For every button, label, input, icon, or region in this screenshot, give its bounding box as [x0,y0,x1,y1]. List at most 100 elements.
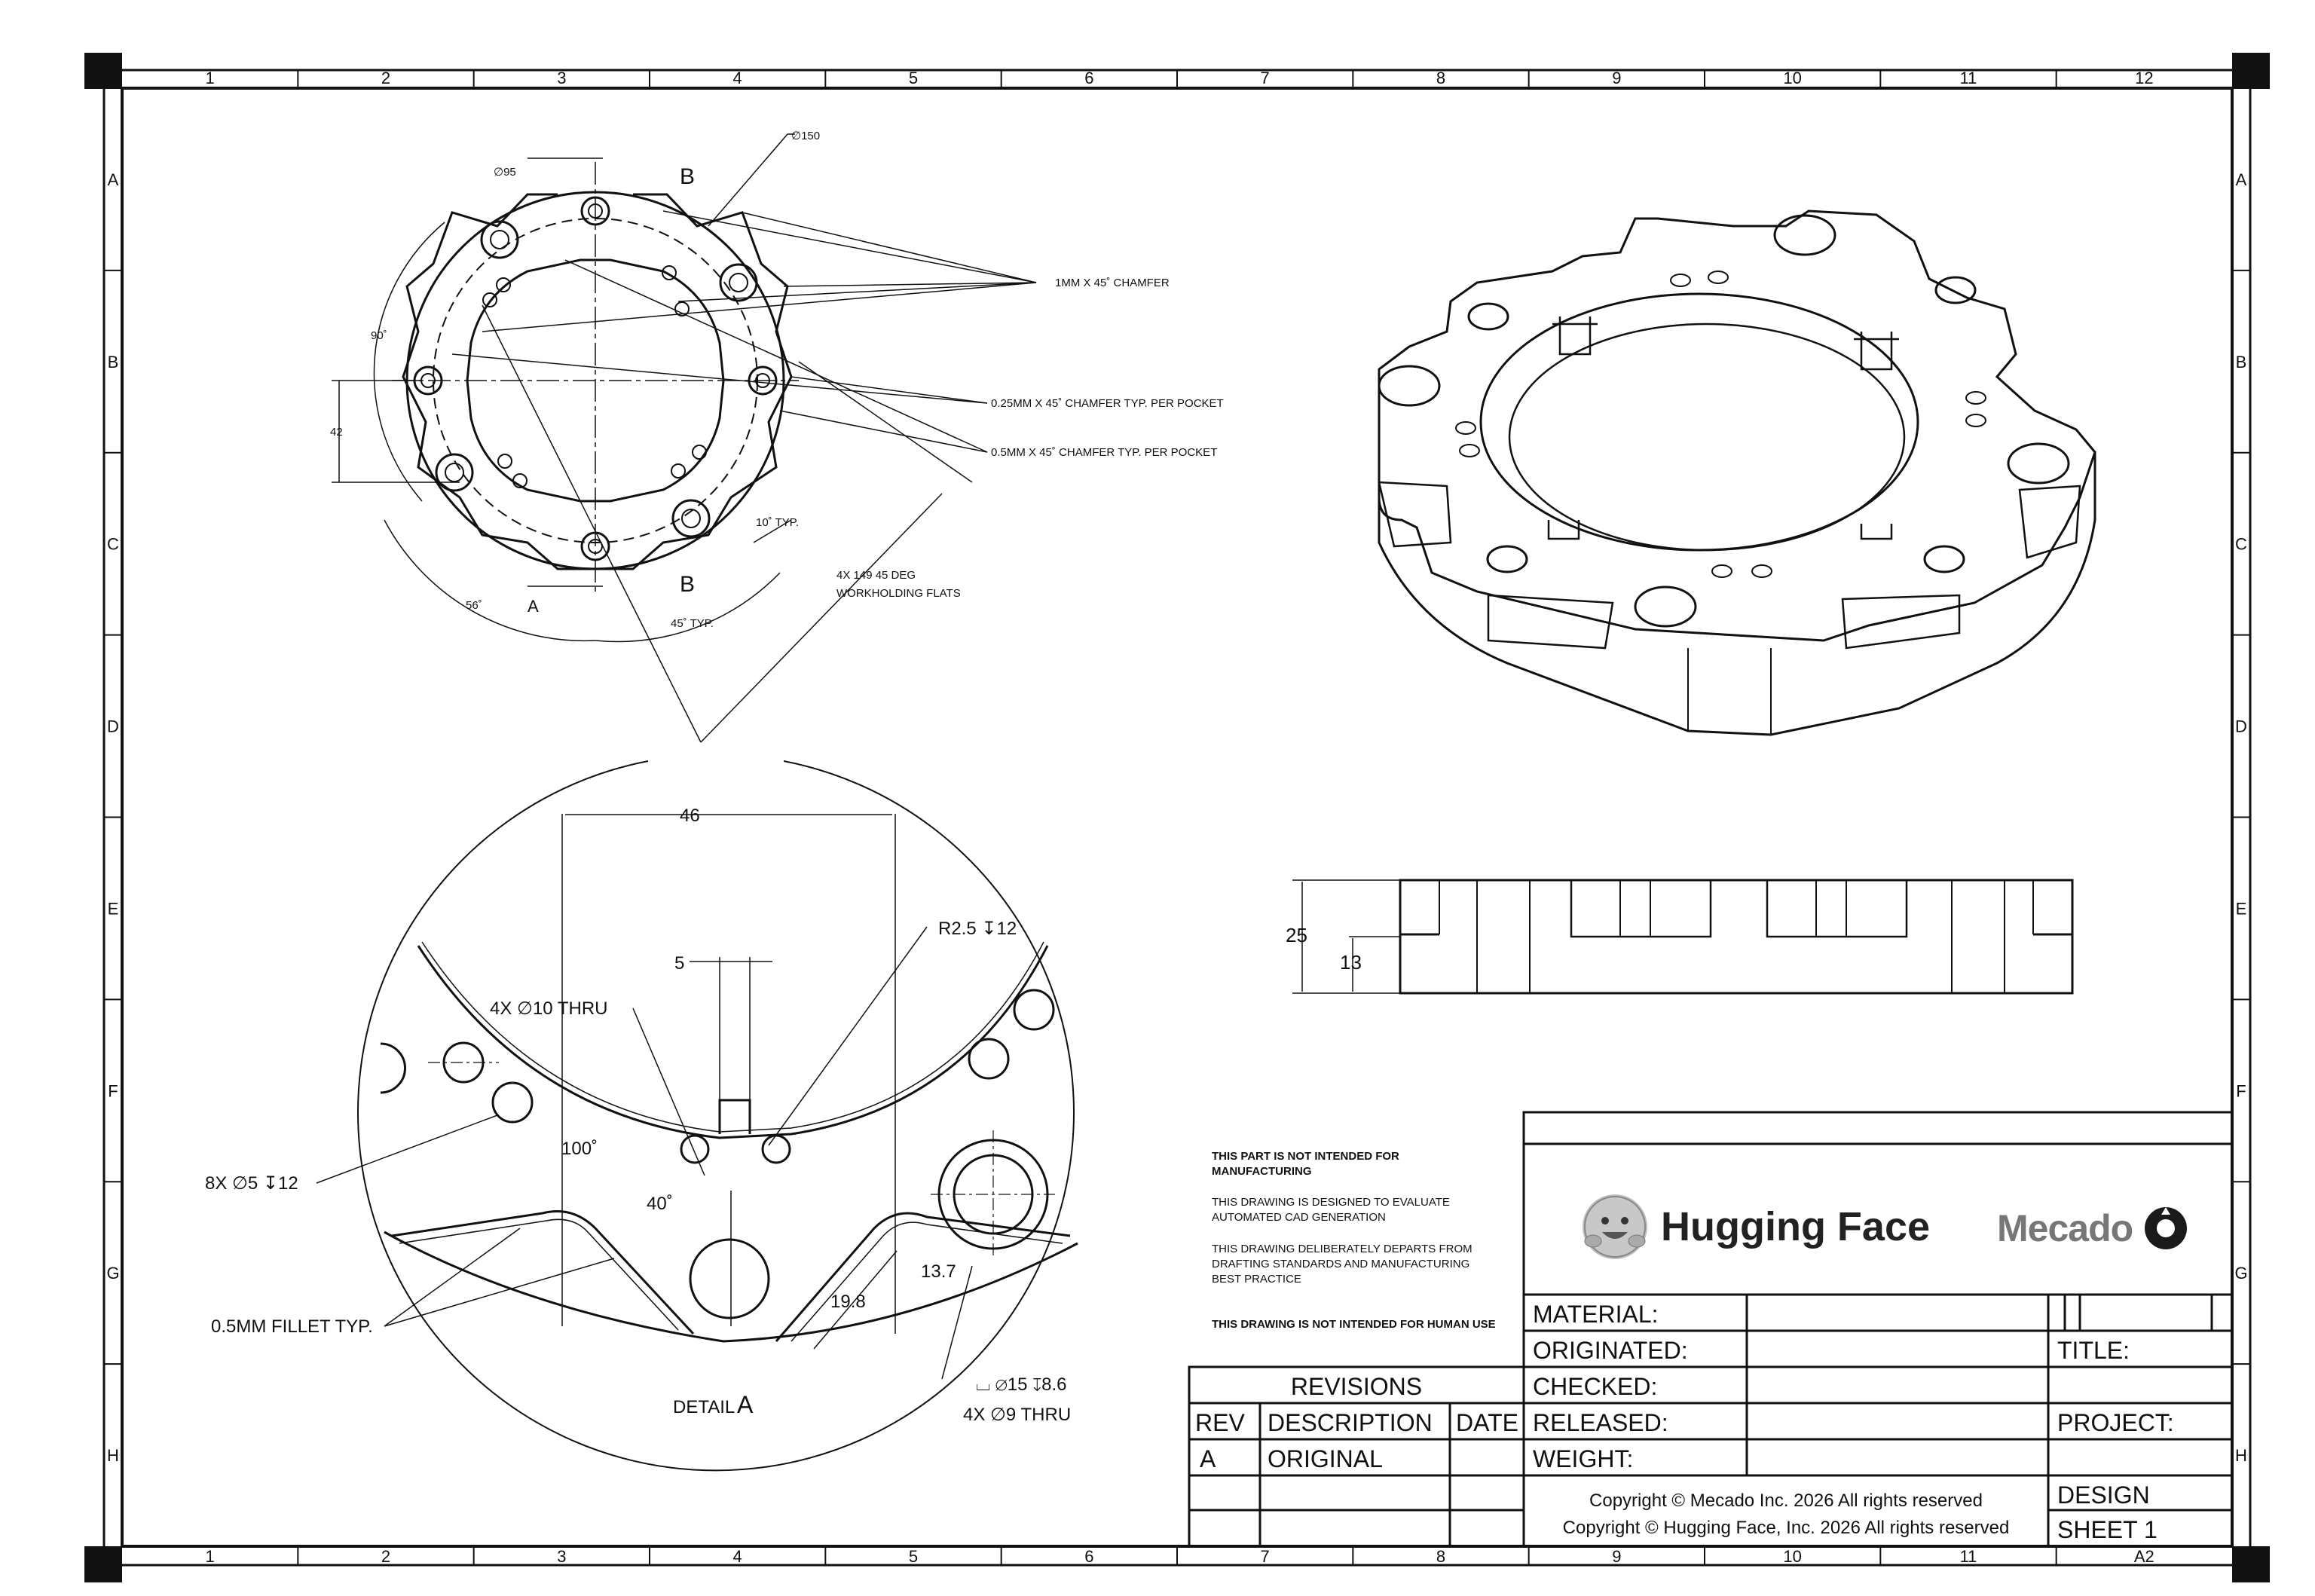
corner-mark-tr [2232,53,2270,89]
revisions-col-rev: REV [1195,1409,1245,1436]
zone-row-label: C [107,535,119,554]
label-dim-25: 25 [1286,924,1307,946]
note-departs-standards: THIS DRAWING DELIBERATELY DEPARTS FROM D… [1212,1243,1472,1286]
iso-small-hole [1459,444,1480,457]
dim-line [768,926,928,1146]
note-evaluate-cad: THIS DRAWING IS DESIGNED TO EVALUATE AUT… [1212,1196,1450,1224]
zone-column-label: 2 [381,1547,390,1566]
zone-row-label: B [108,353,119,371]
zone-column-label: 4 [733,1547,742,1566]
top-view-small-hole [662,265,677,280]
inner-frame [121,87,2234,1548]
zone-row-label: E [108,899,119,918]
dim-line [384,1228,521,1327]
revisions-header: REVISIONS [1290,1373,1423,1400]
zone-column-label: 2 [381,69,390,87]
mecado-logo: Mecado [1997,1204,2190,1252]
label-angle-100: 100˚ [561,1139,598,1159]
label-section-b-top: B [680,164,695,189]
top-view-labels: ∅150 ∅95 B B 1MM X 45˚ CHAMFER 0.25MM X … [330,130,1224,630]
zone-row-label: H [2235,1446,2247,1465]
zone-column-label: 7 [1261,1547,1270,1566]
zone-column-label: 12 [2135,69,2153,87]
note-not-for-manufacturing: THIS PART IS NOT INTENDED FOR MANUFACTUR… [1212,1150,1399,1178]
zone-row-label: F [108,1081,118,1100]
revisions-col-date: DATE [1456,1409,1518,1436]
iso-hole [1486,545,1528,573]
originated-label: ORIGINATED: [1533,1337,1688,1364]
isometric-view [1378,209,2096,736]
iso-outer-top [1378,209,2096,642]
detail-pocket-relief [761,1134,791,1164]
label-flats-line1: 4X 149 45 DEG [836,569,916,582]
zone-column-label: 3 [557,1547,566,1566]
title-block-grid [1188,1111,2234,1548]
detail-pocket-right [775,1212,1071,1342]
dim-line [384,1258,615,1327]
top-view-small-hole [692,445,707,460]
hugging-face-emoji-icon [1583,1194,1647,1259]
zone-column-label: 5 [909,69,918,87]
top-view-hole [729,273,748,292]
label-dim-13: 13 [1340,951,1362,974]
detail-bore-arc [417,945,1049,1139]
label-dim-42: 42 [330,426,343,439]
label-dim-13-7: 13.7 [921,1261,956,1282]
zone-row-label: E [2236,899,2247,918]
mecado-gear-icon [2145,1207,2188,1249]
zone-row-label: G [2234,1264,2247,1283]
label-detail-word: DETAIL [673,1397,735,1417]
iso-hole [1923,545,1965,573]
label-flats-line2: WORKHOLDING FLATS [836,587,961,600]
detail-bore-arc-inner [421,941,1044,1133]
top-view-hole [671,499,711,538]
copyright-hugging-face: Copyright © Hugging Face, Inc. 2026 All … [1562,1518,2010,1538]
detail-pocket-left-inner [399,1218,679,1331]
detail-hole-partial [380,1042,406,1094]
copyright-mecado: Copyright © Mecado Inc. 2026 All rights … [1589,1491,1983,1511]
mecado-wordmark: Mecado [1997,1207,2133,1249]
top-view-hole [480,220,519,259]
detail-hole-5 [968,1038,1010,1080]
detail-hole-5 [491,1081,534,1124]
iso-slot [1860,524,1893,540]
top-view-small-hole [671,463,686,478]
iso-slot [1552,316,1598,356]
iso-bore-rim [1479,292,1919,552]
iso-hole [1378,365,1441,407]
iso-small-hole [1965,414,1986,427]
top-view-small-hole [496,277,511,292]
zone-column-label: 10 [1783,1547,1801,1566]
dim-line [813,1250,898,1350]
iso-slot [1854,332,1899,371]
note-not-for-human-use: THIS DRAWING IS NOT INTENDED FOR HUMAN U… [1212,1318,1496,1331]
outer-frame [102,69,2252,1567]
title-label: TITLE: [2057,1337,2130,1364]
iso-hole [1467,302,1509,331]
revisions-col-description: DESCRIPTION [1268,1409,1433,1436]
material-label: MATERIAL: [1533,1301,1659,1328]
revision-row-description: ORIGINAL [1268,1445,1383,1472]
revision-row-rev: A [1200,1445,1216,1472]
detail-boundary-circle [357,760,1075,1472]
zone-row-label: D [2235,717,2247,736]
label-angle-56: 56˚ [466,599,482,612]
detail-outer-edge [384,1231,1078,1343]
label-angle-45: 45˚ TYP. [671,617,714,630]
zone-column-label: 6 [1084,1547,1093,1566]
label-fillet: 0.5MM FILLET TYP. [211,1316,373,1337]
detail-view [316,760,1078,1472]
top-view-hole [681,509,701,528]
iso-hole [1634,586,1697,628]
dim-line [316,1114,498,1184]
label-chamfer-05: 0.5MM X 45˚ CHAMFER TYP. PER POCKET [991,446,1217,459]
label-detail-a-callout: A [528,597,539,616]
detail-pocket-left [391,1210,695,1335]
design-label: DESIGN [2057,1481,2150,1509]
weight-label: WEIGHT: [1533,1445,1634,1472]
label-chamfer-025: 0.25MM X 45˚ CHAMFER TYP. PER POCKET [991,397,1224,410]
corner-mark-bl [84,1546,122,1582]
iso-small-hole [1455,421,1476,435]
iso-hole [2007,442,2070,485]
